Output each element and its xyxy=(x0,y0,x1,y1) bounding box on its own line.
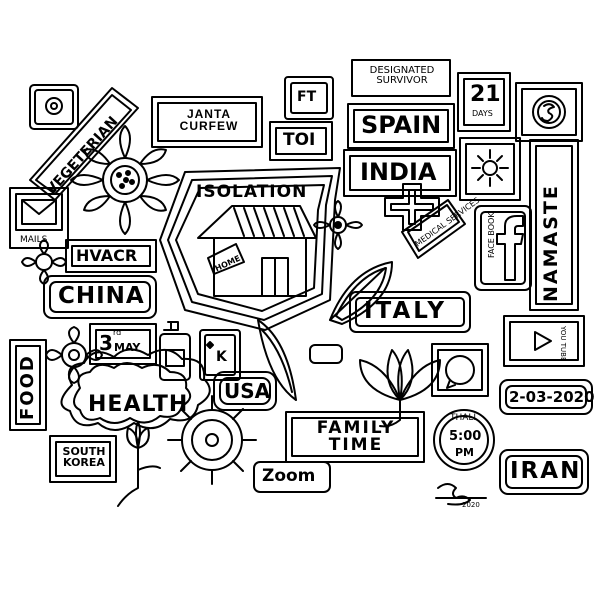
iran-box xyxy=(499,449,589,495)
spain-label: SPAIN xyxy=(361,111,442,139)
may-suffix: rd xyxy=(113,328,122,337)
food-label: FOOD xyxy=(17,354,38,420)
may-month: MAY xyxy=(114,341,141,354)
may-box-inner xyxy=(95,329,151,359)
janta-curfew-label: JANTA CURFEW xyxy=(179,107,239,133)
south-korea-box xyxy=(49,435,117,483)
china-box xyxy=(43,275,157,319)
lotus-icon xyxy=(359,349,441,428)
family-time-label: FAMILY TIME xyxy=(316,418,396,455)
days-box xyxy=(457,72,511,132)
flower-cluster-icon xyxy=(45,326,103,384)
food-box xyxy=(9,339,47,431)
thali-label: THALI xyxy=(450,413,477,423)
hvacr-label: HVACR xyxy=(76,246,138,265)
designated-survivor-label: DESIGNATED SURVIVOR xyxy=(369,65,435,86)
clock-pm-label: PM xyxy=(455,446,475,459)
days-number: 21 xyxy=(470,82,501,107)
facebook-f-icon xyxy=(474,205,532,291)
usa-box xyxy=(213,371,277,411)
isolation-label: ISOLATION xyxy=(196,182,308,202)
clock-time-label: 5:00 xyxy=(449,429,482,444)
italy-label: ITALY xyxy=(364,298,447,324)
south-korea-label: SOUTH KOREA xyxy=(62,445,106,469)
india-label: INDIA xyxy=(360,158,437,186)
youtube-label: YOU TUBE xyxy=(559,326,567,362)
signature-year: 2020 xyxy=(462,501,480,509)
family-time-box xyxy=(285,411,425,463)
tv-icon xyxy=(284,76,334,120)
zoom-box xyxy=(253,461,331,493)
hand-sanitizer-icon xyxy=(159,321,191,381)
youtube-play-icon xyxy=(503,315,585,367)
flower-icon xyxy=(70,125,180,235)
signature-mark xyxy=(435,483,487,506)
india-box xyxy=(343,149,457,197)
clock-icon xyxy=(433,409,495,471)
sun-icon xyxy=(459,137,521,201)
card-icon xyxy=(199,329,241,381)
date-label: 2-03-2020 xyxy=(509,388,595,406)
mail-envelope-icon xyxy=(9,187,69,249)
iran-label: IRAN xyxy=(510,458,582,484)
toi-box xyxy=(269,121,333,161)
facebook-label: FACE BOOK xyxy=(487,212,496,258)
whatsapp-icon xyxy=(431,343,489,397)
feather-icon xyxy=(257,319,297,401)
days-box-inner xyxy=(463,78,505,126)
hvacr-box-inner xyxy=(71,245,151,267)
dandelion-icon xyxy=(167,395,257,485)
zoom-label: Zoom xyxy=(262,466,316,486)
mails-label: MAILS xyxy=(20,235,48,245)
spain-box xyxy=(347,103,455,149)
janta-curfew-box xyxy=(151,96,263,148)
date-box-inner xyxy=(505,385,587,409)
ft-label: FT xyxy=(297,89,317,105)
health-cloud xyxy=(60,348,211,431)
may-day: 3 xyxy=(99,331,113,355)
health-label: HEALTH xyxy=(88,392,189,417)
card-k-label: K xyxy=(216,349,227,365)
china-label: CHINA xyxy=(58,283,145,309)
namaste-label: NAMASTE xyxy=(540,184,562,302)
small-flower-icon xyxy=(313,200,363,250)
house-icon xyxy=(197,205,317,297)
skype-icon xyxy=(515,82,583,142)
small-tag xyxy=(309,344,343,364)
south-korea-box-inner xyxy=(55,441,111,477)
medical-services-tag xyxy=(401,199,466,259)
small-flower-left-icon xyxy=(21,239,67,285)
isolation-frame xyxy=(159,167,341,331)
days-word: DAYS xyxy=(472,109,493,118)
designated-survivor-box xyxy=(351,59,451,97)
toi-box-inner xyxy=(275,127,327,155)
tulip-icon xyxy=(117,421,161,507)
instagram-icon xyxy=(29,84,79,130)
toi-label: TOI xyxy=(283,130,316,150)
date-box xyxy=(499,379,593,415)
usa-label: USA xyxy=(224,379,271,403)
hvacr-box xyxy=(65,239,157,273)
italy-box xyxy=(349,291,471,333)
